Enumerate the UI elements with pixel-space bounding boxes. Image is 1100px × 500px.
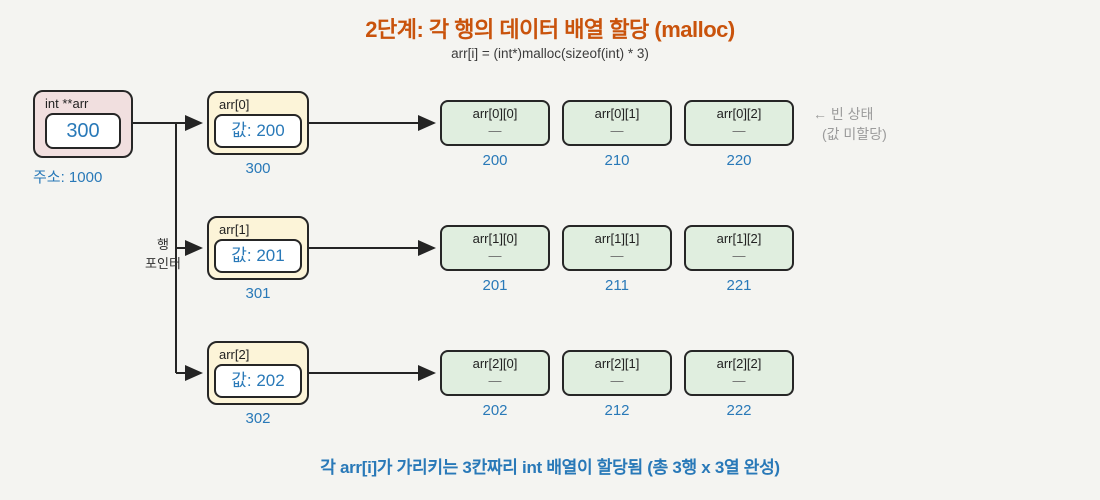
- row-pointer-branch-label: 행 포인터: [138, 235, 188, 273]
- row-pointer-box-0: arr[0] 값: 200: [207, 91, 309, 155]
- cell-address: 211: [605, 277, 629, 294]
- row-pointer-value: 값: 200: [214, 114, 302, 148]
- cell-label: arr[1][1]: [594, 231, 640, 246]
- row-pointer-box-2: arr[2] 값: 202: [207, 341, 309, 405]
- cell-empty-value: —: [488, 248, 502, 263]
- row-pointer-value: 값: 201: [214, 239, 302, 273]
- cell-empty-value: —: [610, 123, 624, 138]
- cell-arr-2-0: arr[2][0] —: [440, 350, 550, 396]
- cell-label: arr[2][0]: [472, 356, 518, 371]
- row-pointer-value: 값: 202: [214, 364, 302, 398]
- cell-empty-value: —: [488, 123, 502, 138]
- cell-empty-value: —: [732, 123, 746, 138]
- cell-address: 220: [726, 152, 752, 169]
- cell-empty-value: —: [732, 248, 746, 263]
- cell-address: 210: [604, 152, 630, 169]
- empty-state-note: ← 빈 상태 (값 미할당): [813, 104, 887, 144]
- branch-label-line1: 행: [157, 237, 169, 252]
- page-title: 2단계: 각 행의 데이터 배열 할당 (malloc): [365, 17, 735, 42]
- cell-label: arr[0][2]: [716, 106, 762, 121]
- cell-arr-1-2: arr[1][2] —: [684, 225, 794, 271]
- cell-arr-0-2: arr[0][2] —: [684, 100, 794, 146]
- bottom-caption: 각 arr[i]가 가리키는 3칸짜리 int 배열이 할당됨 (총 3행 x …: [320, 458, 780, 477]
- cell-arr-2-2: arr[2][2] —: [684, 350, 794, 396]
- cell-address: 202: [482, 402, 508, 419]
- branch-label-line2: 포인터: [145, 256, 181, 271]
- cell-address: 221: [726, 277, 752, 294]
- cell-arr-1-0: arr[1][0] —: [440, 225, 550, 271]
- cell-empty-value: —: [610, 248, 624, 263]
- empty-state-note-line1: ← 빈 상태: [813, 106, 874, 122]
- double-pointer-address: 주소: 1000: [33, 169, 103, 186]
- cell-label: arr[2][2]: [716, 356, 762, 371]
- cell-empty-value: —: [732, 373, 746, 388]
- row-pointer-label: arr[1]: [219, 222, 250, 237]
- empty-state-note-line2: (값 미할당): [822, 126, 887, 142]
- cell-address: 212: [604, 402, 630, 419]
- cell-address: 222: [726, 402, 752, 419]
- cell-empty-value: —: [488, 373, 502, 388]
- code-subtitle: arr[i] = (int*)malloc(sizeof(int) * 3): [451, 46, 649, 61]
- row-pointer-label: arr[0]: [219, 97, 250, 112]
- row-pointer-address-2: 302: [245, 410, 271, 427]
- cell-arr-0-1: arr[0][1] —: [562, 100, 672, 146]
- row-pointer-label: arr[2]: [219, 347, 250, 362]
- cell-address: 201: [482, 277, 508, 294]
- row-pointer-address-0: 300: [245, 160, 271, 177]
- cell-empty-value: —: [610, 373, 624, 388]
- cell-label: arr[0][0]: [472, 106, 518, 121]
- cell-address: 200: [482, 152, 508, 169]
- cell-label: arr[2][1]: [594, 356, 640, 371]
- cell-label: arr[1][2]: [716, 231, 762, 246]
- double-pointer-label: int **arr: [45, 96, 89, 111]
- cell-arr-1-1: arr[1][1] —: [562, 225, 672, 271]
- row-pointer-address-1: 301: [245, 285, 271, 302]
- double-pointer-box: int **arr 300: [33, 90, 133, 158]
- cell-arr-2-1: arr[2][1] —: [562, 350, 672, 396]
- double-pointer-value: 300: [45, 113, 121, 149]
- cell-arr-0-0: arr[0][0] —: [440, 100, 550, 146]
- row-pointer-box-1: arr[1] 값: 201: [207, 216, 309, 280]
- cell-label: arr[0][1]: [594, 106, 640, 121]
- cell-label: arr[1][0]: [472, 231, 518, 246]
